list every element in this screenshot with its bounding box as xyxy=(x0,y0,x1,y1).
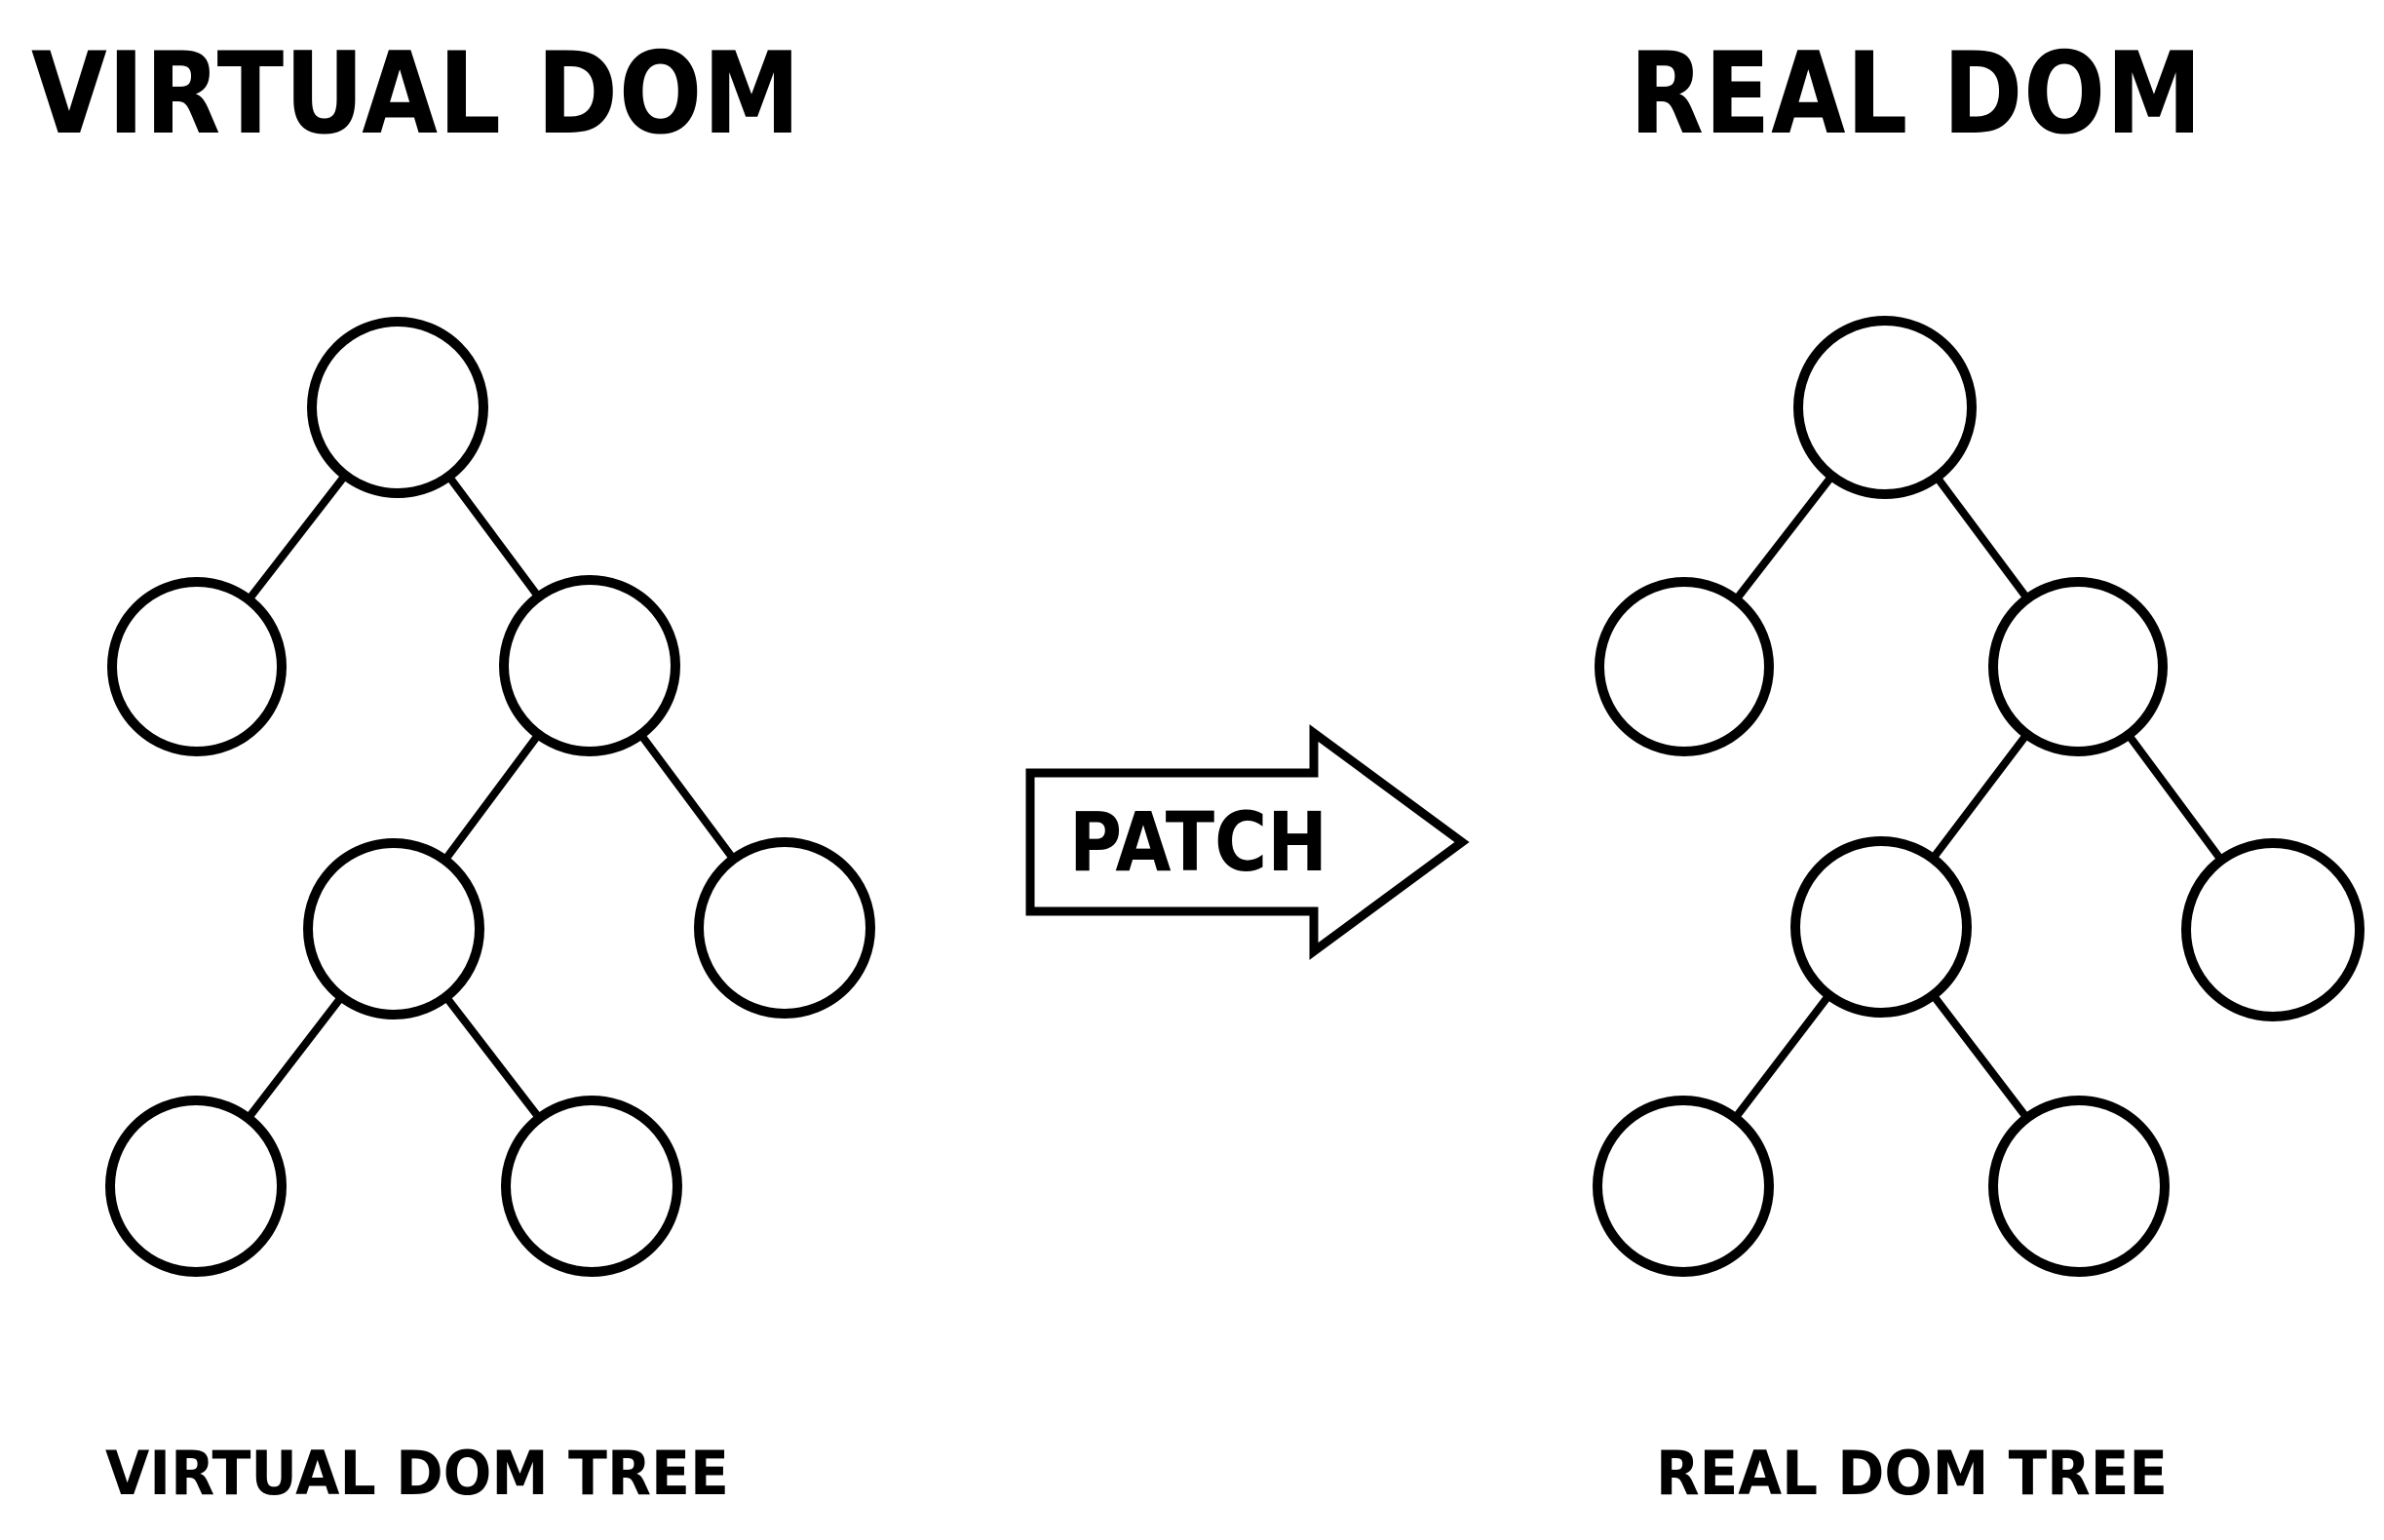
patch-arrow: PATCH xyxy=(1025,724,1470,960)
virtual-dom-tree-caption: VIRTUAL DOM TREE xyxy=(105,1438,729,1509)
patch-arrow-shape xyxy=(1025,724,1470,960)
virtual-dom-tree-nodes xyxy=(105,317,875,1277)
vdom-node-level2-left xyxy=(107,577,287,756)
real-dom-tree xyxy=(1593,316,2365,1277)
rdom-node-level2-right xyxy=(1988,577,2168,756)
virtual-dom-title: VIRTUAL DOM xyxy=(31,28,801,160)
real-dom-tree-edges xyxy=(1679,404,2277,1190)
real-dom-title: REAL DOM xyxy=(1630,28,2203,160)
rdom-node-level3-right xyxy=(2181,838,2365,1021)
vdom-node-changed xyxy=(303,838,484,1020)
patch-arrow-label: PATCH xyxy=(1069,794,1327,890)
rdom-node-patched xyxy=(1790,836,1972,1018)
rdom-node-root xyxy=(1793,316,1977,499)
vdom-node-level2-right xyxy=(499,575,680,756)
vdom-node-root xyxy=(307,317,488,498)
real-dom-tree-caption: REAL DOM TREE xyxy=(1656,1438,2168,1509)
virtual-dom-tree-edges xyxy=(192,404,788,1190)
real-dom-tree-nodes xyxy=(1593,316,2365,1277)
rdom-node-level2-left xyxy=(1595,577,1774,756)
vdom-node-level4-left xyxy=(105,1096,287,1277)
rdom-node-level4-right xyxy=(1988,1096,2170,1277)
vdom-node-level3-right xyxy=(694,837,875,1019)
vdom-node-level4-right xyxy=(501,1096,682,1277)
virtual-dom-tree xyxy=(105,317,875,1277)
rdom-node-level4-left xyxy=(1593,1096,1774,1277)
